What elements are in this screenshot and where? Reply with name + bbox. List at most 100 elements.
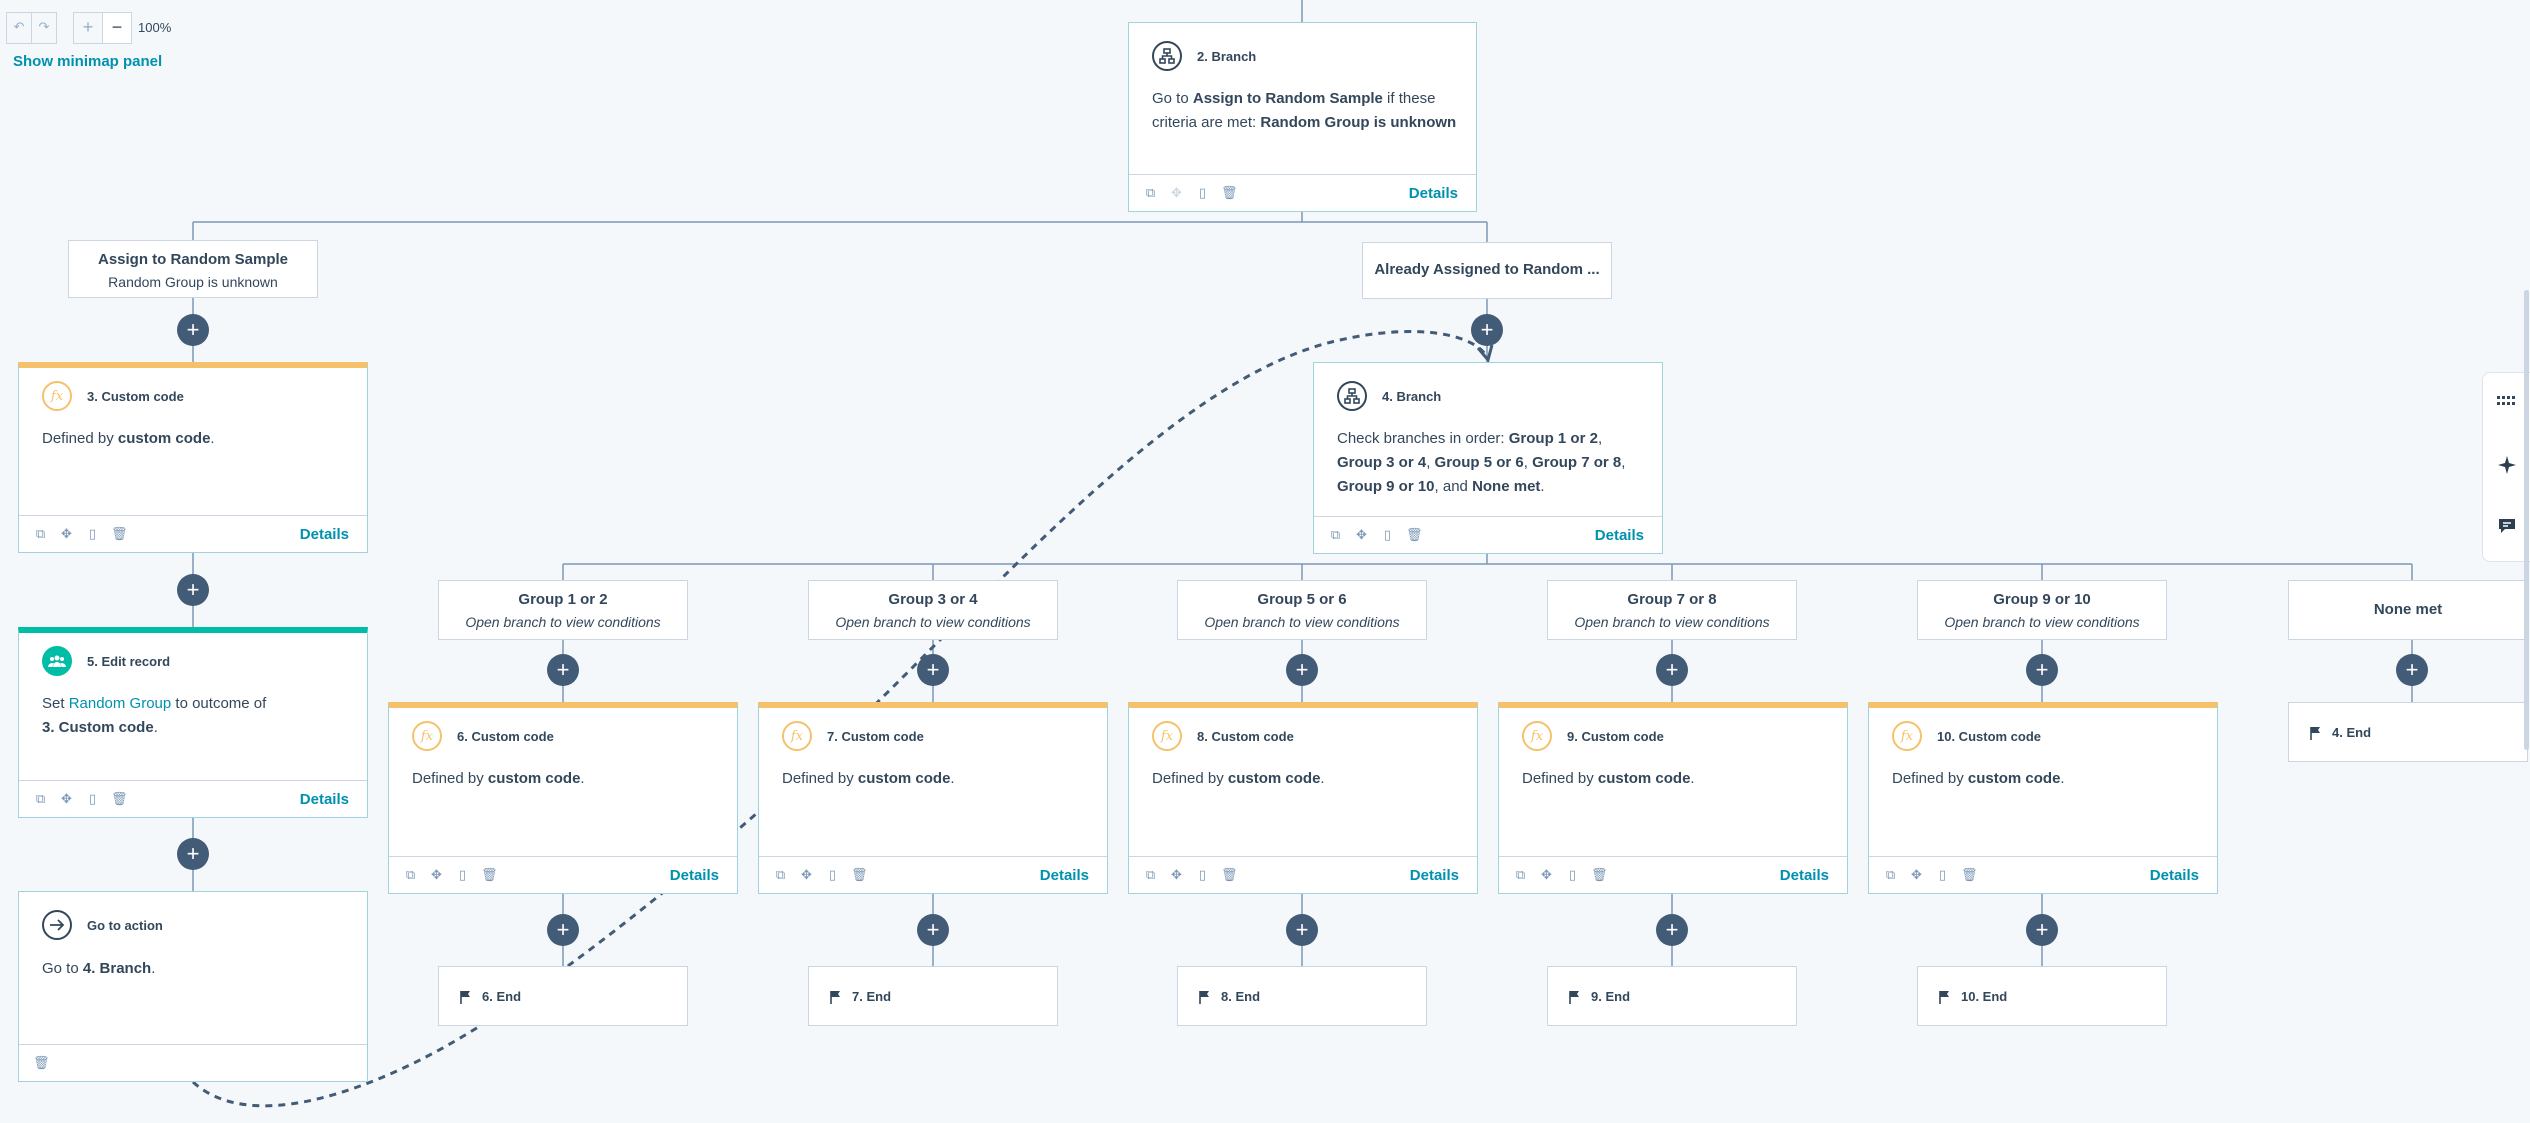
end-8-card[interactable]: 8. End <box>1177 966 1427 1026</box>
end-6-card[interactable]: 6. End <box>438 966 688 1026</box>
clipboard-icon[interactable]: ▯ <box>1198 185 1207 200</box>
clipboard-icon[interactable]: ▯ <box>88 791 97 806</box>
end-10-card[interactable]: 10. End <box>1917 966 2167 1026</box>
move-icon[interactable]: ✥ <box>801 867 812 882</box>
branch-label-already[interactable]: Already Assigned to Random ... <box>1362 242 1612 299</box>
delete-icon[interactable]: 🗑 <box>481 867 498 882</box>
add-action-button[interactable]: + <box>177 314 209 346</box>
details-link[interactable]: Details <box>1408 185 1458 202</box>
move-icon[interactable]: ✥ <box>61 791 72 806</box>
add-action-button[interactable]: + <box>1471 314 1503 346</box>
copy-icon[interactable]: ⧉ <box>1515 867 1526 882</box>
move-icon[interactable]: ✥ <box>1171 185 1182 200</box>
copy-icon[interactable]: ⧉ <box>35 791 46 806</box>
add-action-button[interactable]: + <box>547 914 579 946</box>
details-link[interactable]: Details <box>299 526 349 543</box>
move-icon[interactable]: ✥ <box>61 526 72 541</box>
copy-icon[interactable]: ⧉ <box>1145 867 1156 882</box>
end-7-card[interactable]: 7. End <box>808 966 1058 1026</box>
move-icon[interactable]: ✥ <box>1911 867 1922 882</box>
details-link[interactable]: Details <box>1594 527 1644 544</box>
zoom-in-button[interactable]: + <box>73 12 103 44</box>
details-link[interactable]: Details <box>1039 867 1089 884</box>
move-icon[interactable]: ✥ <box>1171 867 1182 882</box>
delete-icon[interactable]: 🗑 <box>1221 867 1238 882</box>
move-icon[interactable]: ✥ <box>431 867 442 882</box>
clipboard-icon[interactable]: ▯ <box>1938 867 1947 882</box>
end-4-card[interactable]: 4. End <box>2288 702 2528 762</box>
branch-2-card[interactable]: 2. Branch Go to Assign to Random Sample … <box>1128 22 1477 212</box>
sparkle-icon[interactable] <box>2497 455 2517 480</box>
clipboard-icon[interactable]: ▯ <box>828 867 837 882</box>
copy-icon[interactable]: ⧉ <box>1330 527 1341 542</box>
add-action-button[interactable]: + <box>2026 914 2058 946</box>
copy-icon[interactable]: ⧉ <box>35 526 46 541</box>
comment-icon[interactable] <box>2497 517 2517 540</box>
zoom-out-button[interactable]: − <box>102 12 132 44</box>
node-description: Defined by custom code. <box>412 770 585 787</box>
delete-icon[interactable]: 🗑 <box>111 791 128 806</box>
node-description: Check branches in order: Group 1 or 2, G… <box>1337 430 1626 495</box>
clipboard-icon[interactable]: ▯ <box>1383 527 1392 542</box>
property-link: Random Group <box>68 695 172 712</box>
add-action-button[interactable]: + <box>177 838 209 870</box>
move-icon[interactable]: ✥ <box>1541 867 1552 882</box>
add-action-button[interactable]: + <box>1286 914 1318 946</box>
copy-icon[interactable]: ⧉ <box>405 867 416 882</box>
clipboard-icon[interactable]: ▯ <box>1568 867 1577 882</box>
details-link[interactable]: Details <box>2149 867 2199 884</box>
add-action-button[interactable]: + <box>1656 654 1688 686</box>
end-9-card[interactable]: 9. End <box>1547 966 1797 1026</box>
branch-label-none-met[interactable]: None met <box>2288 580 2528 640</box>
move-icon[interactable]: ✥ <box>1356 527 1367 542</box>
add-action-button[interactable]: + <box>2026 654 2058 686</box>
add-action-button[interactable]: + <box>1286 654 1318 686</box>
edit-record-5-card[interactable]: 5. Edit record Set Random Group to outco… <box>18 627 368 818</box>
show-minimap-link[interactable]: Show minimap panel <box>13 53 163 70</box>
undo-button[interactable]: ↶ <box>6 12 32 44</box>
delete-icon[interactable]: 🗑 <box>1591 867 1608 882</box>
add-action-button[interactable]: + <box>917 914 949 946</box>
details-link[interactable]: Details <box>299 791 349 808</box>
branch-label-assign[interactable]: Assign to Random Sample Random Group is … <box>68 240 318 298</box>
delete-icon[interactable]: 🗑 <box>851 867 868 882</box>
grid-icon[interactable] <box>2497 393 2517 405</box>
add-action-button[interactable]: + <box>177 574 209 606</box>
add-action-button[interactable]: + <box>2396 654 2428 686</box>
copy-icon[interactable]: ⧉ <box>775 867 786 882</box>
details-link[interactable]: Details <box>1409 867 1459 884</box>
add-action-button[interactable]: + <box>547 654 579 686</box>
add-action-button[interactable]: + <box>917 654 949 686</box>
clipboard-icon[interactable]: ▯ <box>1198 867 1207 882</box>
delete-icon[interactable]: 🗑 <box>111 526 128 541</box>
copy-icon[interactable]: ⧉ <box>1885 867 1896 882</box>
redo-button[interactable]: ↷ <box>31 12 57 44</box>
flag-icon <box>2310 726 2320 740</box>
details-link[interactable]: Details <box>669 867 719 884</box>
delete-icon[interactable]: 🗑 <box>1406 527 1423 542</box>
vertical-scrollbar[interactable] <box>2524 290 2529 750</box>
clipboard-icon[interactable]: ▯ <box>88 526 97 541</box>
add-action-button[interactable]: + <box>1656 914 1688 946</box>
clipboard-icon[interactable]: ▯ <box>458 867 467 882</box>
node-description: Go to 4. Branch. <box>42 960 156 977</box>
go-to-action-card[interactable]: Go to action Go to 4. Branch. 🗑 <box>18 891 368 1082</box>
delete-icon[interactable]: 🗑 <box>1221 185 1238 200</box>
branch-4-card[interactable]: 4. Branch Check branches in order: Group… <box>1313 362 1663 554</box>
delete-icon[interactable]: 🗑 <box>1961 867 1978 882</box>
copy-icon[interactable]: ⧉ <box>1145 185 1156 200</box>
details-link[interactable]: Details <box>1779 867 1829 884</box>
delete-icon[interactable]: 🗑 <box>33 1055 50 1070</box>
